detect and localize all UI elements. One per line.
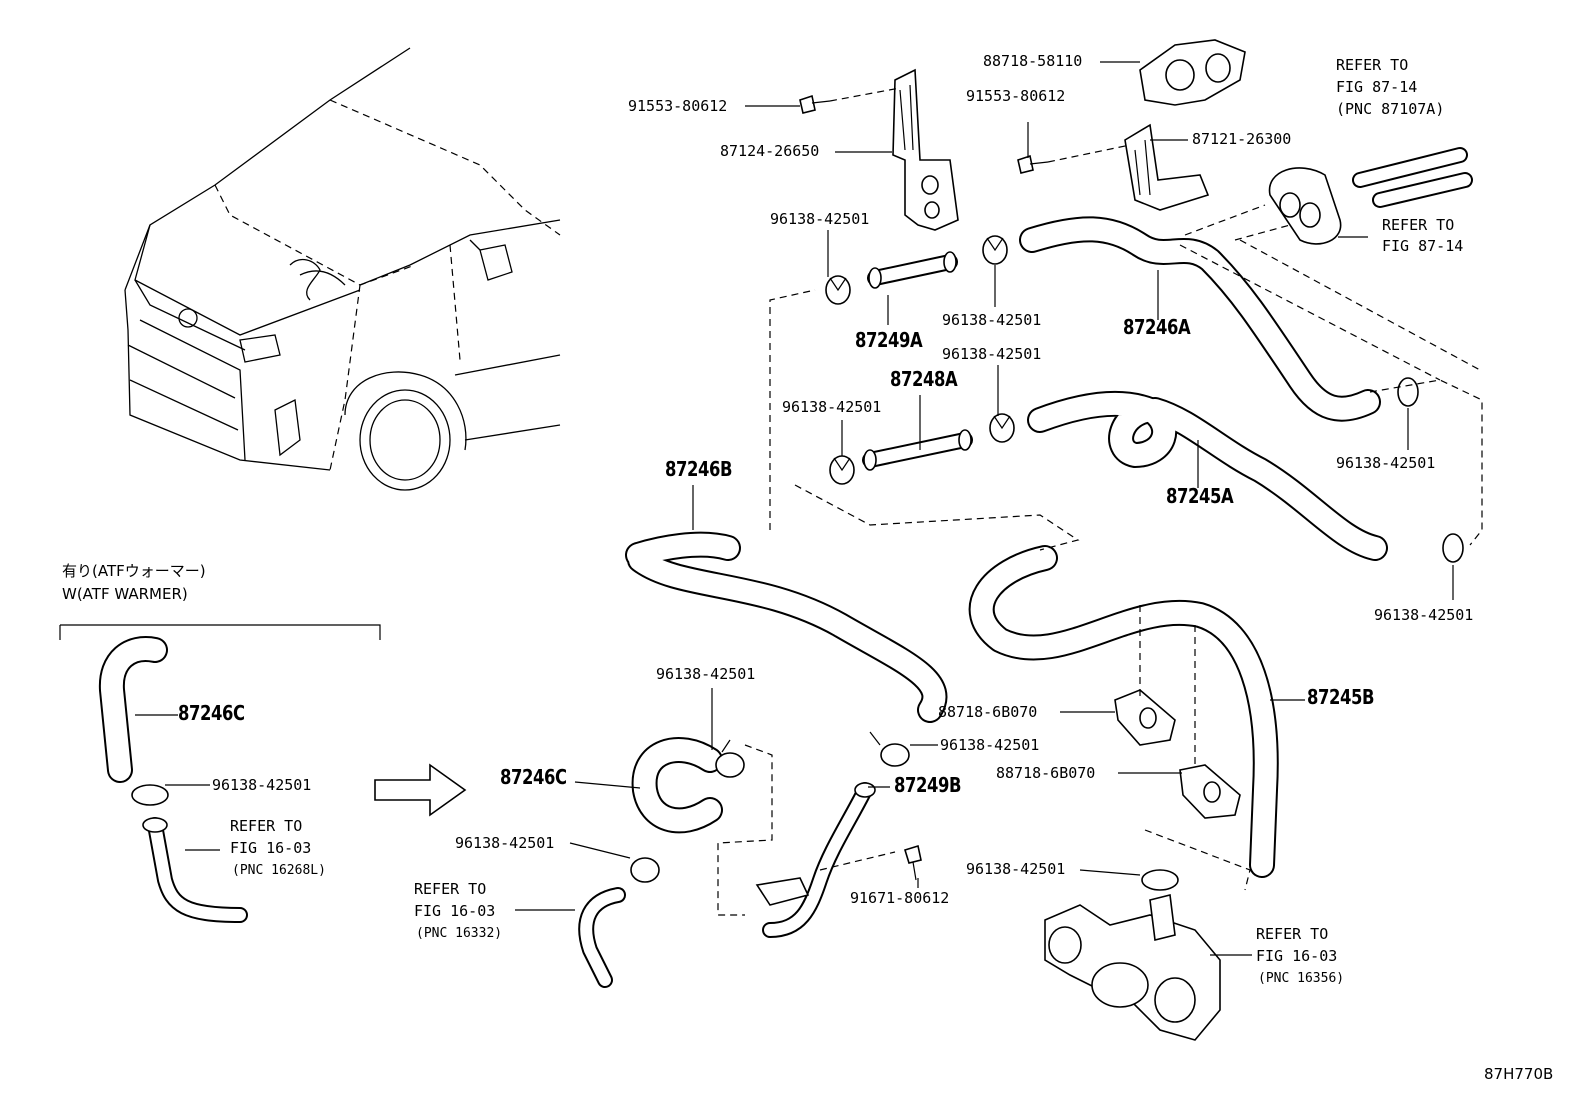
label-96138-1: 96138-42501 — [770, 210, 870, 228]
clamp-96138-11 — [1141, 869, 1179, 891]
label-96138-11: 96138-42501 — [966, 860, 1066, 878]
label-96138-3: 96138-42501 — [942, 345, 1042, 363]
refer-5-line1: REFER TO — [1256, 925, 1329, 943]
label-87245B: 87245B — [1307, 685, 1375, 709]
label-96138-5: 96138-42501 — [1336, 454, 1436, 472]
label-87246B: 87246B — [665, 457, 733, 481]
clamp-96138-9 — [869, 731, 910, 767]
label-96138-2: 96138-42501 — [942, 311, 1042, 329]
refer-2-line1: REFER TO — [1382, 216, 1455, 234]
diagram-code: 87H770B — [1484, 1065, 1554, 1083]
label-87121-26300: 87121-26300 — [1192, 130, 1292, 148]
refer-1-line1: REFER TO — [1336, 56, 1409, 74]
label-87246C-inset: 87246C — [178, 701, 245, 725]
label-96138-8: 96138-42501 — [656, 665, 756, 683]
label-87249A: 87249A — [855, 328, 923, 352]
clamp-96138-8 — [630, 857, 660, 883]
label-91671-80612: 91671-80612 — [850, 889, 950, 907]
hose-87246A — [1019, 216, 1381, 422]
leader-lines — [135, 61, 1483, 956]
refer-4-line3: (PNC 16332) — [416, 926, 503, 941]
bracket-87124-26650 — [892, 68, 959, 231]
label-87246A: 87246A — [1123, 315, 1191, 339]
clamp-96138-5 — [1397, 377, 1419, 407]
refer-3-line1: REFER TO — [230, 817, 303, 835]
refer-1-line2: FIG 87-14 — [1336, 78, 1418, 96]
hose-87245B — [968, 545, 1279, 878]
label-96138-9: 96138-42501 — [455, 834, 555, 852]
label-96138-10: 96138-42501 — [940, 736, 1040, 754]
grommet — [1268, 167, 1342, 245]
vehicle-illustration — [124, 47, 561, 491]
bolt-91553-80612-a — [799, 94, 831, 114]
refer-2-line2: FIG 87-14 — [1382, 237, 1464, 255]
clamp-88718-6B070-a — [1114, 689, 1176, 746]
clamp-96138-7 — [715, 739, 745, 778]
label-87248A: 87248A — [890, 367, 958, 391]
hose-87246B — [625, 531, 948, 723]
clamp-96138-3 — [989, 413, 1015, 443]
hose-87246C-mid — [631, 737, 723, 834]
label-87124-26650: 87124-26650 — [720, 142, 820, 160]
bracket-87121-26300 — [1124, 123, 1210, 211]
clamp-96138-4 — [829, 455, 855, 485]
clamp-96138-6 — [1442, 533, 1464, 563]
refer-4-line1: REFER TO — [414, 880, 487, 898]
refer-3-line2: FIG 16-03 — [230, 839, 312, 857]
hose-87245A — [1027, 390, 1388, 561]
refer-1-line3: (PNC 87107A) — [1336, 100, 1445, 118]
label-96138-7-inset: 96138-42501 — [212, 776, 312, 794]
atf-warmer-inset — [59, 624, 467, 923]
label-87249B: 87249B — [894, 773, 962, 797]
label-91553-80612-a: 91553-80612 — [628, 97, 728, 115]
label-87245A: 87245A — [1166, 484, 1234, 508]
label-88718-6B070-a: 88718-6B070 — [938, 703, 1038, 721]
refer-5-line3: (PNC 16356) — [1258, 971, 1345, 986]
clamp-88718-58110 — [1139, 39, 1246, 106]
refer-pipe-16332 — [578, 887, 626, 988]
atf-option-jp: 有り(ATFウォーマー) — [62, 562, 206, 580]
pipe-87249A — [867, 251, 958, 289]
pipe-87249B — [755, 782, 876, 938]
pipe-87248A — [862, 429, 973, 471]
atf-option-en: W(ATF WARMER) — [62, 585, 188, 603]
label-88718-58110: 88718-58110 — [983, 52, 1083, 70]
water-outlet-housing — [1044, 894, 1221, 1041]
bolt-91553-80612-b — [1017, 154, 1049, 174]
refer-3-line3: (PNC 16268L) — [232, 863, 326, 878]
label-88718-6B070-b: 88718-6B070 — [996, 764, 1096, 782]
label-96138-6: 96138-42501 — [1374, 606, 1474, 624]
clamp-96138-2 — [982, 235, 1008, 265]
refer-pipes-87-14 — [1352, 147, 1473, 208]
label-96138-4: 96138-42501 — [782, 398, 882, 416]
refer-4-line2: FIG 16-03 — [414, 902, 496, 920]
label-87246C: 87246C — [500, 765, 567, 789]
bolt-91671-80612 — [904, 844, 922, 881]
clamp-88718-6B070-b — [1179, 764, 1241, 819]
refer-5-line2: FIG 16-03 — [1256, 947, 1338, 965]
clamp-96138-1 — [825, 275, 851, 305]
label-91553-80612-b: 91553-80612 — [966, 87, 1066, 105]
